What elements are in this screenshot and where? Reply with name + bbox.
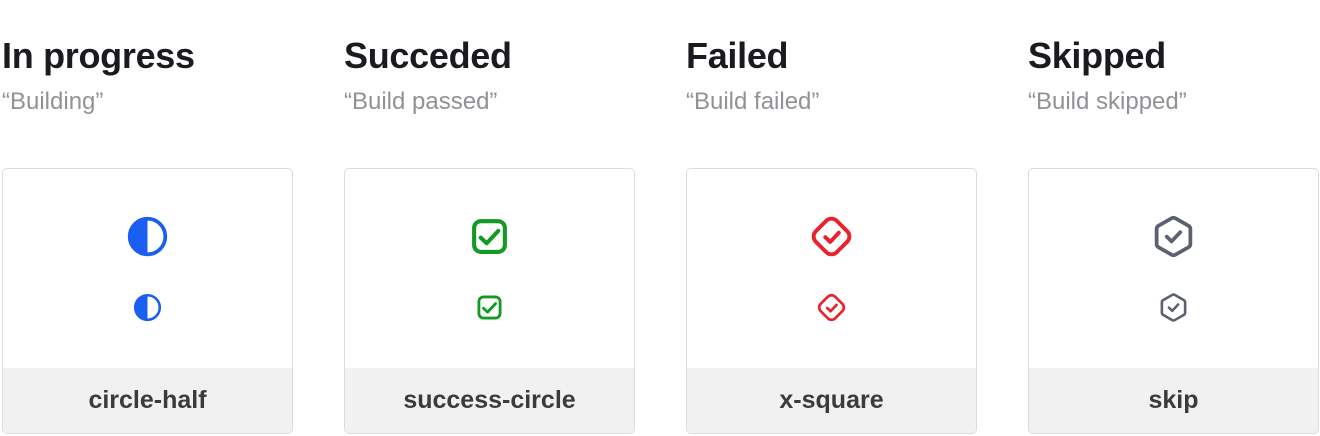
check-diamond-icon-large (809, 214, 854, 259)
column-title: Failed (686, 35, 789, 76)
check-diamond-icon-small (816, 292, 847, 323)
icon-card-skip: skip (1028, 168, 1319, 434)
icon-preview (1029, 169, 1318, 368)
status-column-in-progress: In progress “Building” circle-half (2, 0, 293, 436)
status-column-succeded: Succeded “Build passed” success-circle (344, 0, 635, 436)
icon-preview (3, 169, 292, 368)
circle-half-icon-small (132, 292, 163, 323)
check-hexagon-icon-small (1158, 292, 1189, 323)
icon-name-label: skip (1029, 368, 1318, 433)
check-hexagon-icon-large (1151, 214, 1196, 259)
column-title: In progress (2, 35, 195, 76)
column-title: Skipped (1028, 35, 1166, 76)
icon-card-circle-half: circle-half (2, 168, 293, 434)
column-subtitle: “Building” (2, 88, 104, 115)
icon-preview (345, 169, 634, 368)
check-square-icon-large (467, 214, 512, 259)
column-title: Succeded (344, 35, 512, 76)
icon-name-label: success-circle (345, 368, 634, 433)
icon-name-label: circle-half (3, 368, 292, 433)
column-subtitle: “Build passed” (344, 88, 498, 115)
status-column-failed: Failed “Build failed” x-square (686, 0, 977, 436)
circle-half-icon-large (125, 214, 170, 259)
icon-card-success-circle: success-circle (344, 168, 635, 434)
icon-preview (687, 169, 976, 368)
status-column-skipped: Skipped “Build skipped” skip (1028, 0, 1319, 436)
column-subtitle: “Build skipped” (1028, 88, 1187, 115)
column-subtitle: “Build failed” (686, 88, 820, 115)
icon-card-x-square: x-square (686, 168, 977, 434)
icon-name-label: x-square (687, 368, 976, 433)
check-square-icon-small (474, 292, 505, 323)
